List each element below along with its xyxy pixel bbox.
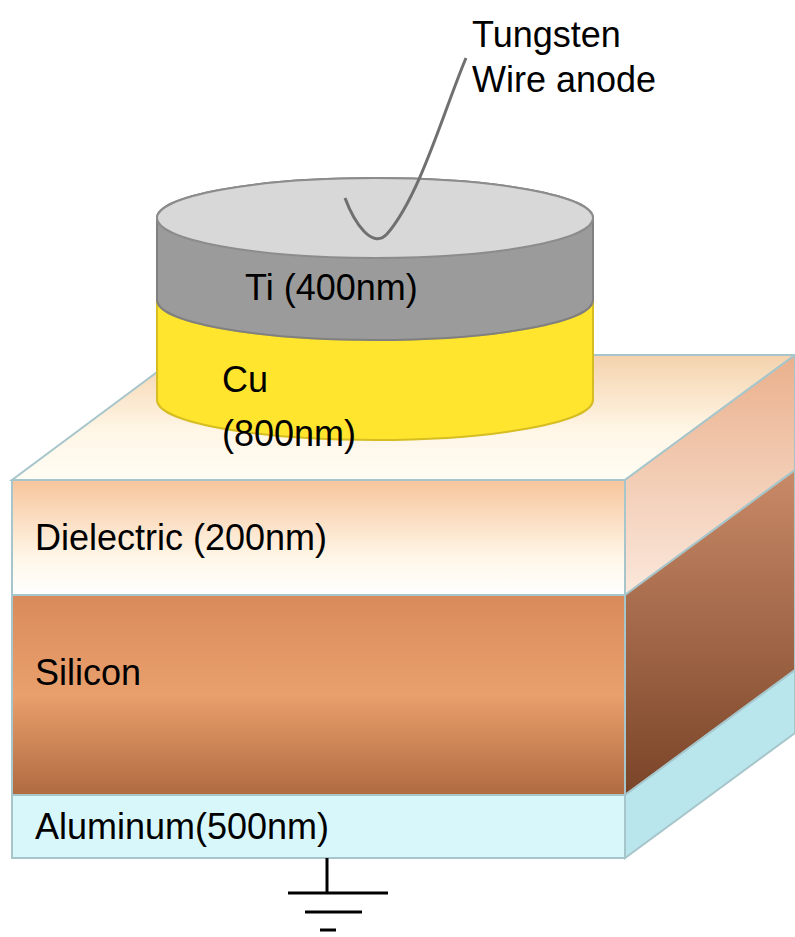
dielectric-layer: Dielectric (200nm) [12, 480, 625, 595]
silicon-front [12, 595, 625, 795]
silicon-layer: Silicon [12, 595, 625, 795]
ground-symbol [288, 858, 388, 930]
layer-label: Silicon [35, 651, 615, 694]
aluminum-layer: Aluminum(500nm) [12, 795, 625, 858]
copper-layer: Cu (800nm) [157, 300, 593, 440]
titanium-top [157, 178, 593, 258]
dielectric-front [12, 480, 625, 595]
layer-label: Dielectric (200nm) [35, 516, 615, 559]
titanium-layer: Ti (400nm) [157, 178, 593, 340]
layer-label: Ti (400nm) [245, 266, 585, 309]
layer-label: Aluminum(500nm) [35, 805, 615, 848]
titanium-band [157, 178, 593, 340]
wire-label: Tungsten Wire anode [472, 12, 702, 102]
tungsten-wire [345, 58, 466, 239]
layer-label: Cu (800nm) [222, 353, 387, 461]
aluminum-front [12, 795, 625, 858]
aluminum-side [625, 670, 795, 858]
